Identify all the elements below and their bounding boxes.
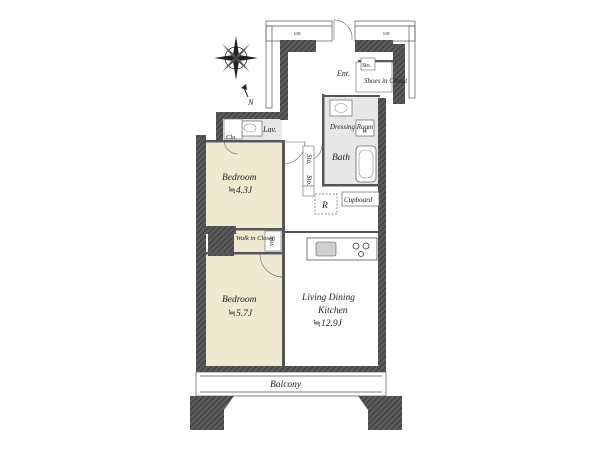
storage-hall-1-label: Sto. (305, 154, 313, 165)
north-arrow-icon (241, 84, 249, 98)
storage-wic-label: Sto. (268, 236, 276, 247)
compass-rose-icon (214, 36, 258, 80)
ldk-name-line1: Living Dining (301, 293, 355, 303)
closet-nw-label: Clo. (226, 134, 237, 141)
bedroom1-name: Bedroom (222, 173, 257, 183)
bedroom2-name: Bedroom (222, 295, 257, 305)
walk-in-closet-label: Walk in Closet (236, 235, 274, 242)
north-label: N (247, 98, 254, 107)
cupboard-label: Cupboard (344, 196, 373, 204)
bedroom1-floor (205, 142, 283, 230)
storage-top-label: Sto. (362, 63, 371, 69)
ldk-name-line2: Kitchen (317, 306, 348, 316)
meter-box-right-label: MB (383, 31, 390, 36)
dressing-room-label: Dressing Room (329, 123, 373, 131)
meter-box-left-label: MB (294, 31, 301, 36)
refrigerator-label: R (321, 201, 328, 211)
bedroom1-size: ≒4.3J (228, 186, 253, 196)
entrance-label: Ent. (336, 69, 350, 78)
bath-label: Bath (332, 153, 350, 163)
balcony-label: Balcony (270, 380, 302, 390)
shoes-closet-label: Shoes in Closet (364, 77, 408, 85)
bedroom2-size: ≒5.7J (228, 309, 253, 319)
ldk-size: ≒12.9J (313, 319, 343, 329)
washer-label: W (362, 127, 369, 135)
lavatory-label: Lav. (262, 125, 276, 134)
storage-hall-2-label: Sto. (305, 175, 313, 186)
